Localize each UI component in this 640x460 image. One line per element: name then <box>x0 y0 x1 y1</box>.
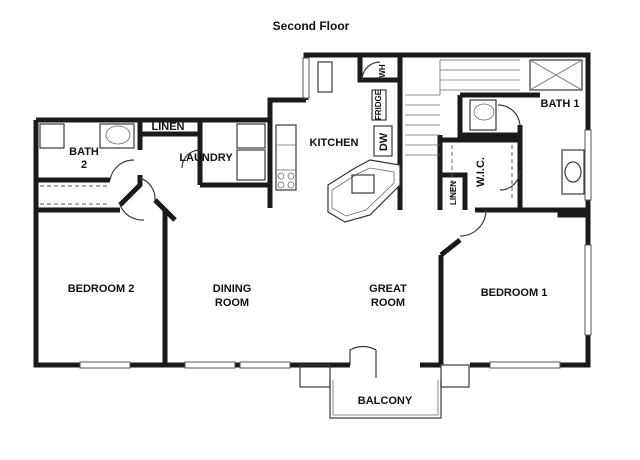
wh-label: WH <box>378 64 387 78</box>
dining-label-line2: ROOM <box>215 297 249 309</box>
bath-fixtures <box>39 59 585 205</box>
balcony-label: BALCONY <box>358 395 413 407</box>
bedroom1-label: BEDROOM 1 <box>481 287 548 299</box>
stairs <box>405 59 520 156</box>
fridge-label: FRIDGE <box>374 89 383 120</box>
kitchen-label: KITCHEN <box>310 137 359 149</box>
interior-walls <box>36 55 588 365</box>
door-swings <box>109 61 521 378</box>
bath1-label: BATH 1 <box>541 98 580 110</box>
floor-title: Second Floor <box>273 19 350 33</box>
balcony-structure <box>299 364 470 419</box>
wic-label: W.I.C. <box>475 157 487 187</box>
linen-left-label: LINEN <box>152 121 185 133</box>
great-room-label-line1: GREAT <box>369 283 407 295</box>
dw-label: DW <box>378 132 390 151</box>
dining-label-line1: DINING <box>213 283 252 295</box>
laundry-label: LAUNDRY <box>179 152 233 164</box>
room-labels: BATH 2 LINEN LAUNDRY KITCHEN WH FRIDGE D… <box>68 64 580 407</box>
bedroom2-label: BEDROOM 2 <box>68 283 135 295</box>
great-room-label-line2: ROOM <box>371 297 405 309</box>
bath2-label-line1: BATH <box>69 146 99 158</box>
kitchen-counter <box>275 89 401 223</box>
linen-right-label: LINEN <box>449 181 458 205</box>
windows <box>79 57 592 369</box>
bath2-label-line2: 2 <box>81 159 87 171</box>
